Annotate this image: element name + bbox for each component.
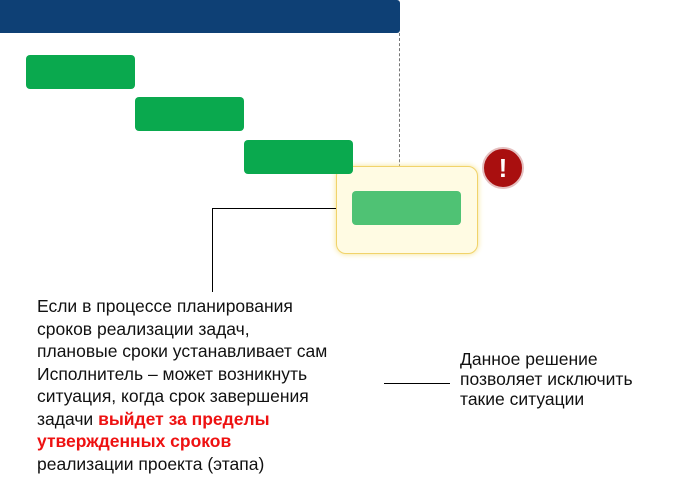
explanation-line-2: сроков реализации задач, (37, 318, 250, 339)
explanation-line-6: задачи выйдет за пределы (37, 408, 397, 431)
callout-connector-horizontal (212, 208, 336, 209)
explanation-line-6-prefix: задачи (37, 408, 99, 429)
exclamation-circle-icon: ! (482, 147, 524, 189)
solution-line-1: Данное решение (460, 349, 598, 369)
task-bar-overdue (352, 191, 461, 225)
problem-explanation-text: Если в процессе планирования сроков реал… (37, 295, 397, 475)
task-bar-1 (26, 55, 135, 89)
explanation-line-3: плановые сроки устанавливает сам (37, 341, 328, 361)
task-bar-3 (244, 140, 353, 174)
project-deadline-line (399, 33, 400, 243)
explanation-line-8: реализации проекта (этапа) (37, 453, 265, 474)
solution-text: Данное решение позволяет исключить такие… (460, 349, 680, 409)
solution-connector-line (384, 383, 450, 384)
callout-connector-vertical (212, 208, 213, 292)
solution-line-2: позволяет исключить (460, 369, 633, 389)
project-timeline-bar (0, 0, 400, 33)
explanation-emphasis-2: утвержденных сроков (37, 431, 232, 451)
warning-symbol: ! (498, 152, 508, 183)
explanation-line-5: ситуация, когда срок завершения (37, 386, 309, 406)
task-bar-2 (135, 97, 244, 131)
explanation-line-4: Исполнитель – может возникнуть (37, 363, 308, 384)
explanation-line-1: Если в процессе планирования (37, 296, 293, 316)
solution-line-3: такие ситуации (460, 389, 585, 409)
explanation-emphasis-1: выйдет за пределы (98, 408, 270, 429)
